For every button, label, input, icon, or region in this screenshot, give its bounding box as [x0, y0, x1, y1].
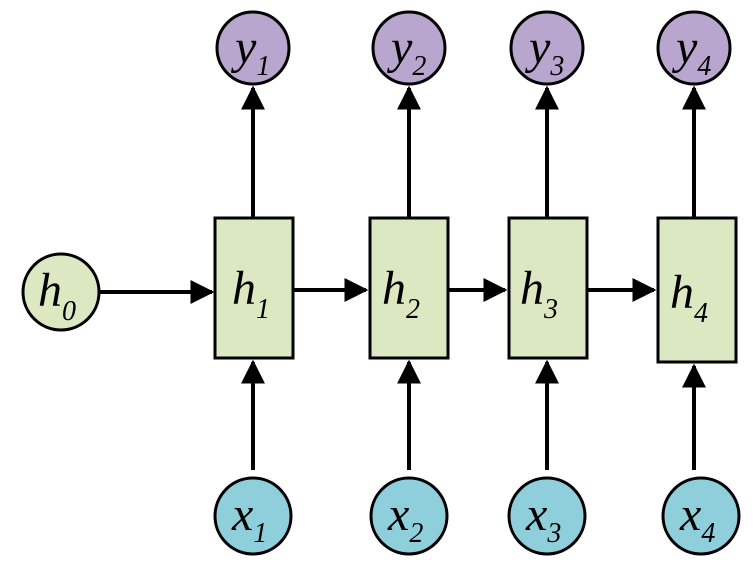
hidden-state-node-4: h4	[656, 216, 738, 364]
time-step-4: y4 h4 x4	[656, 10, 741, 556]
output-circle-2	[371, 10, 447, 86]
initial-state-label: h0	[38, 264, 76, 327]
output-label-1: y1	[230, 21, 270, 82]
input-label-1: x1	[231, 488, 267, 549]
output-node-3: y3	[509, 10, 585, 86]
input-label-4: x4	[679, 488, 715, 549]
input-label-2: x2	[387, 488, 423, 549]
output-circle-1	[215, 10, 291, 86]
input-circle-3	[507, 476, 587, 556]
input-circle-1	[213, 476, 293, 556]
input-circle-4	[661, 476, 741, 556]
hidden-state-label-2: h2	[382, 262, 420, 325]
input-node-2: x2	[369, 476, 449, 556]
input-label-3: x3	[525, 488, 561, 549]
hidden-state-node-1: h1	[213, 216, 295, 360]
input-node-3: x3	[507, 476, 587, 556]
output-node-2: y2	[371, 10, 447, 86]
time-step-2: y2 h2 x2	[368, 10, 450, 556]
hidden-state-box-3	[507, 216, 589, 360]
hidden-state-node-3: h3	[507, 216, 589, 360]
input-node-4: x4	[661, 476, 741, 556]
output-circle-3	[509, 10, 585, 86]
output-node-4: y4	[656, 10, 732, 86]
output-label-2: y2	[386, 21, 426, 82]
hidden-state-node-2: h2	[368, 216, 450, 360]
hidden-state-label-1: h1	[232, 262, 270, 325]
input-circle-2	[369, 476, 449, 556]
hidden-state-label-3: h3	[520, 262, 558, 325]
output-circle-4	[656, 10, 732, 86]
output-node-1: y1	[215, 10, 291, 86]
hidden-state-box-4	[656, 216, 738, 364]
hidden-state-box-1	[213, 216, 295, 360]
time-step-3: y3 h3 x3	[507, 10, 589, 556]
output-label-3: y3	[524, 21, 564, 82]
time-step-1: y1 h1 x1	[213, 10, 295, 556]
initial-state-node: h0	[21, 252, 101, 332]
input-node-1: x1	[213, 476, 293, 556]
hidden-state-label-4: h4	[670, 266, 708, 329]
output-label-4: y4	[671, 21, 711, 82]
